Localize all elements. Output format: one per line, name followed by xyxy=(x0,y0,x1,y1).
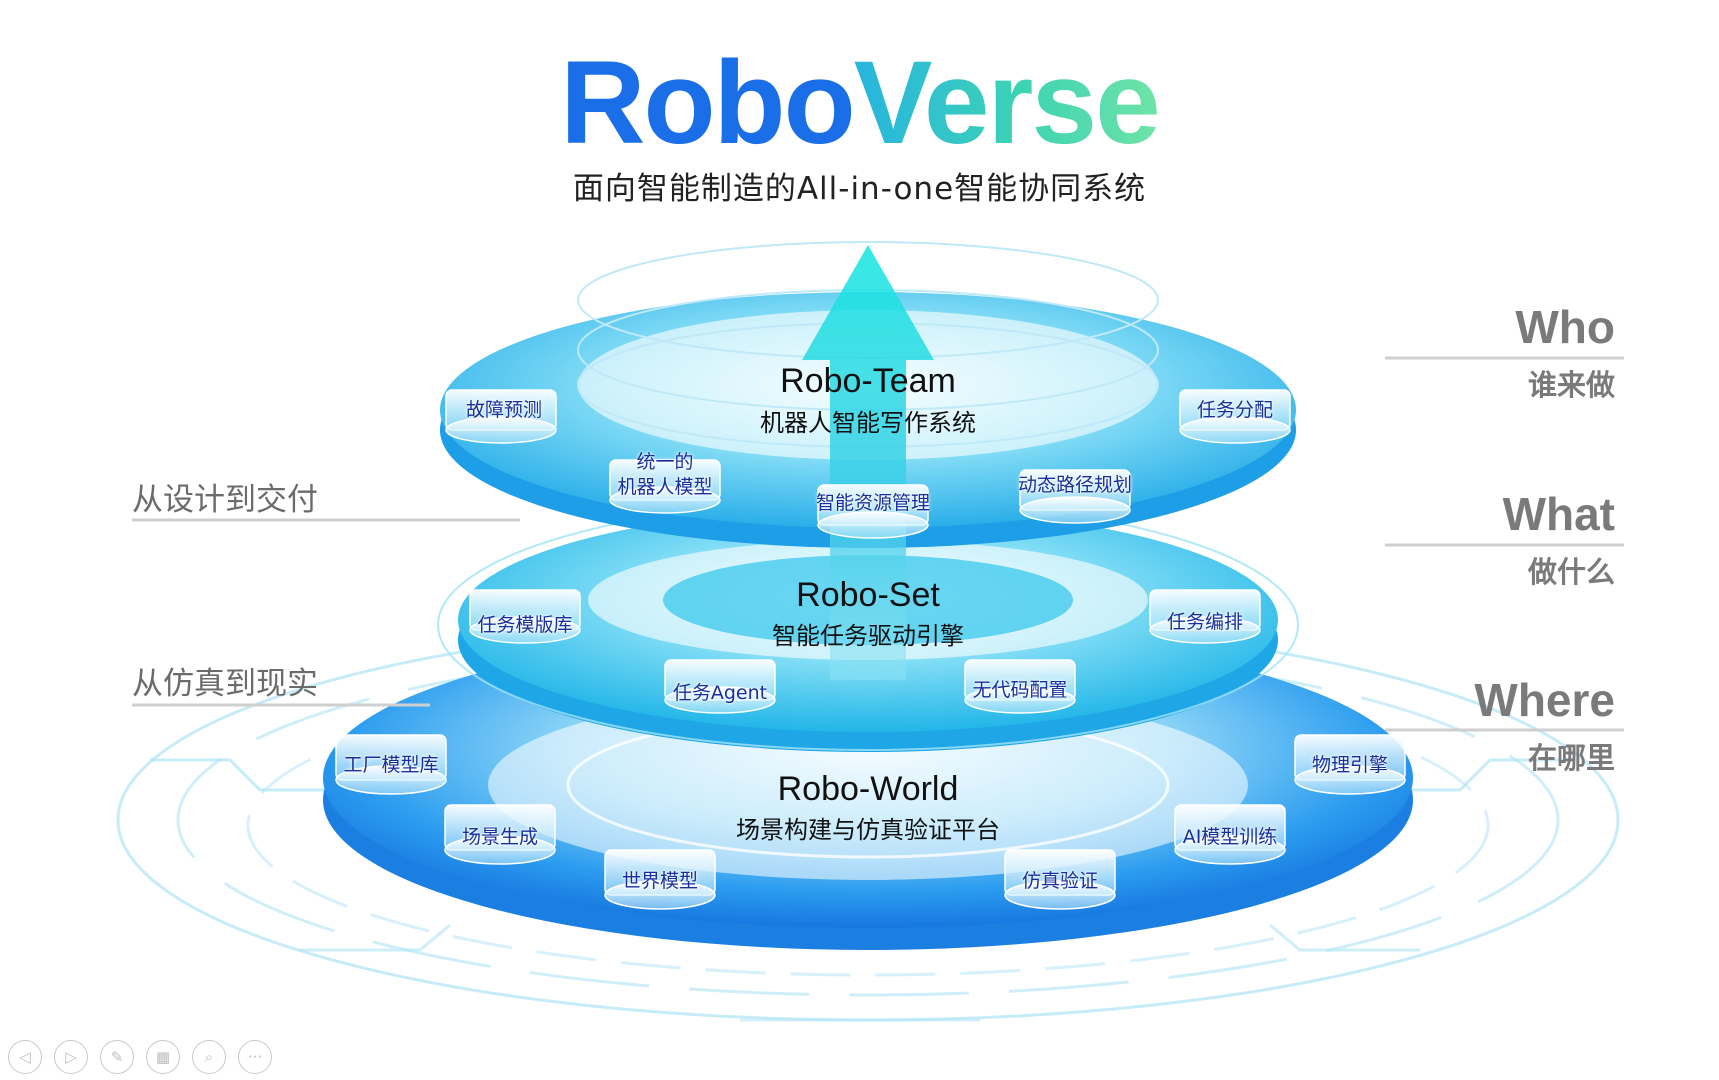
node-scene-generation: 场景生成 xyxy=(461,826,539,848)
node-task-agent: 任务Agent xyxy=(672,682,768,704)
right-label-what: What xyxy=(1502,488,1615,540)
page-subtitle: 面向智能制造的All-in-one智能协同系统 xyxy=(572,171,1147,207)
title-verse: Verse xyxy=(853,37,1161,169)
right-label-where: Where xyxy=(1474,674,1615,726)
up-arrow-icon xyxy=(802,245,934,680)
node-pedestals xyxy=(335,389,1406,910)
world-title: Robo-World xyxy=(777,770,959,808)
team-subtitle: 机器人智能写作系统 xyxy=(760,409,976,437)
node-physics-engine: 物理引擎 xyxy=(1311,754,1389,776)
node-robot-model: 机器人模型 xyxy=(617,476,713,498)
right-label-who-cn: 谁来做 xyxy=(1527,368,1615,402)
world-subtitle: 场景构建与仿真验证平台 xyxy=(736,816,1000,844)
node-task-allocation: 任务分配 xyxy=(1196,399,1274,421)
node-ai-model-training: AI模型训练 xyxy=(1182,826,1278,848)
slides-icon[interactable]: ▦ xyxy=(146,1040,180,1074)
left-label-sim-to-real: 从仿真到现实 xyxy=(132,666,318,702)
side-lines xyxy=(132,356,1624,732)
node-resource-management: 智能资源管理 xyxy=(815,492,931,514)
more-icon[interactable]: ··· xyxy=(238,1040,272,1074)
previous-icon[interactable]: ◁ xyxy=(8,1040,42,1074)
node-world-model: 世界模型 xyxy=(621,870,699,892)
node-unified: 统一的 xyxy=(636,451,694,473)
right-label-what-cn: 做什么 xyxy=(1527,555,1615,589)
node-task-orchestration: 任务编排 xyxy=(1166,611,1244,633)
node-no-code-config: 无代码配置 xyxy=(972,679,1068,701)
zoom-icon[interactable]: ⌕ xyxy=(192,1040,226,1074)
team-title: Robo-Team xyxy=(780,362,956,400)
set-title: Robo-Set xyxy=(796,576,940,614)
node-simulation-validation: 仿真验证 xyxy=(1021,870,1099,892)
right-label-where-cn: 在哪里 xyxy=(1527,741,1615,775)
presentation-controls: ◁ ▷ ✎ ▦ ⌕ ··· xyxy=(8,1040,272,1080)
title-block: RoboVerse xyxy=(0,44,1719,162)
title-robo: Robo xyxy=(560,37,855,169)
node-path-planning: 动态路径规划 xyxy=(1017,474,1133,496)
node-task-templates: 任务模版库 xyxy=(477,614,573,636)
right-label-who: Who xyxy=(1515,301,1615,353)
node-fault-prediction: 故障预测 xyxy=(465,399,543,421)
pen-icon[interactable]: ✎ xyxy=(100,1040,134,1074)
node-factory-models: 工厂模型库 xyxy=(343,754,439,776)
page-title: RoboVerse xyxy=(560,44,1160,162)
set-subtitle: 智能任务驱动引擎 xyxy=(772,622,964,650)
left-label-design-to-delivery: 从设计到交付 xyxy=(132,482,318,518)
next-icon[interactable]: ▷ xyxy=(54,1040,88,1074)
